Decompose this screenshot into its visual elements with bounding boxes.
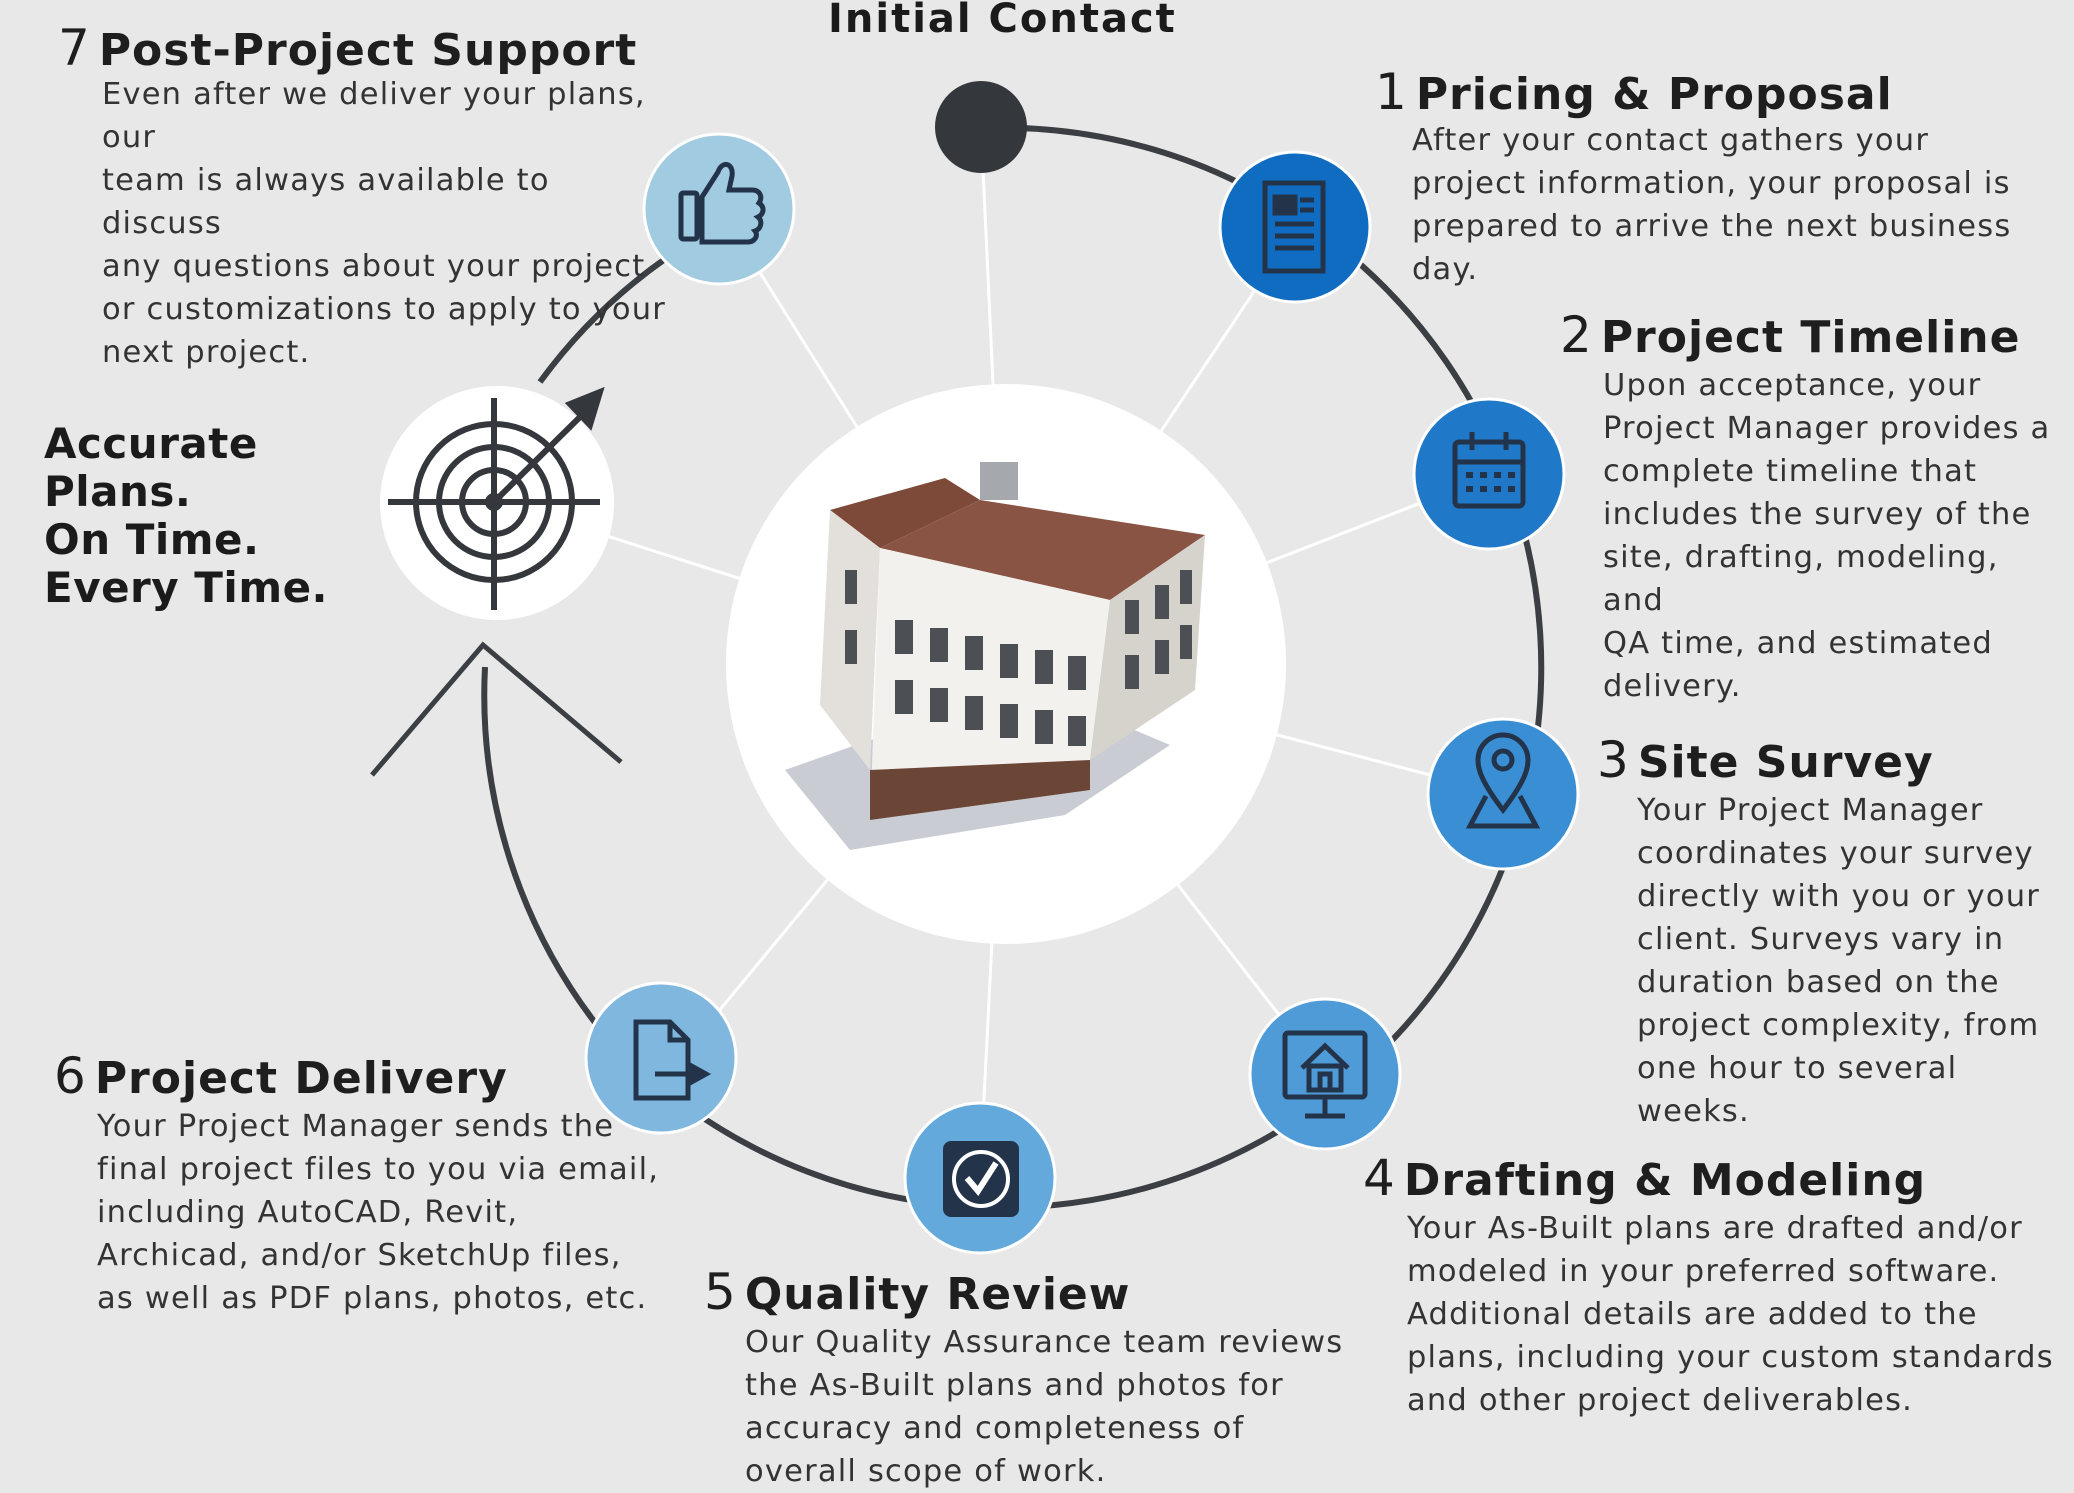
arrow-head-icon xyxy=(370,641,623,777)
step-5-description: Our Quality Assurance team reviews the A… xyxy=(745,1325,1344,1489)
step-4-number: 4 xyxy=(1363,1149,1396,1207)
tagline: Accurate Plans. On Time. Every Time. xyxy=(44,419,329,612)
step-4-icon-badge xyxy=(1248,997,1402,1151)
map-pin-icon xyxy=(1465,732,1541,829)
step-6-title: Project Delivery xyxy=(94,1053,508,1104)
step-7-number: 7 xyxy=(58,19,91,77)
step-6-number: 6 xyxy=(54,1047,87,1105)
step-2-number: 2 xyxy=(1560,306,1593,364)
monitor-home-icon xyxy=(1282,1030,1368,1119)
step-6-circle xyxy=(584,981,738,1135)
step-3-number: 3 xyxy=(1597,731,1630,789)
target-badge xyxy=(380,386,614,620)
step-6-description: Your Project Manager sends the final pro… xyxy=(97,1109,660,1316)
step-icon-circles xyxy=(584,132,1580,1255)
step-1-description: After your contact gathers your project … xyxy=(1412,123,2012,287)
step-3-circle xyxy=(1426,717,1580,871)
step-2-circle xyxy=(1412,397,1566,551)
initial-contact-label: Initial Contact xyxy=(828,0,1177,42)
step-3-description: Your Project Manager coordinates your su… xyxy=(1637,793,2041,1129)
step-7-circle xyxy=(642,132,796,286)
step-1-number: 1 xyxy=(1375,63,1408,121)
step-7-description: Even after we deliver your plans, our te… xyxy=(102,77,667,370)
calendar-icon xyxy=(1452,432,1526,509)
step-2-description: Upon acceptance, your Project Manager pr… xyxy=(1603,368,2051,704)
step-1-title: Pricing & Proposal xyxy=(1415,69,1893,120)
step-5-number: 5 xyxy=(704,1263,737,1321)
step-1-circle xyxy=(1218,150,1372,304)
step-4-title: Drafting & Modeling xyxy=(1403,1155,1927,1206)
step-3-icon-badge xyxy=(1426,717,1580,871)
step-5-icon-badge xyxy=(903,1101,1057,1255)
step-4-description: Your As-Built plans are drafted and/or m… xyxy=(1407,1211,2054,1418)
step-7-icon-badge xyxy=(642,132,796,286)
step-1-icon-badge xyxy=(1218,150,1372,304)
thumbs-up-icon xyxy=(678,162,766,245)
building-illustration xyxy=(785,462,1205,850)
step-7-title: Post-Project Support xyxy=(98,25,638,76)
step-3-title: Site Survey xyxy=(1637,737,1934,788)
step-2-title: Project Timeline xyxy=(1600,312,2021,363)
initial-contact-dot xyxy=(935,81,1027,173)
step-5-title: Quality Review xyxy=(744,1269,1131,1320)
step-2-icon-badge xyxy=(1412,397,1566,551)
checkbox-icon xyxy=(943,1141,1019,1217)
step-6-icon-badge xyxy=(584,981,738,1135)
file-export-icon xyxy=(633,1019,712,1101)
document-icon xyxy=(1262,180,1326,274)
